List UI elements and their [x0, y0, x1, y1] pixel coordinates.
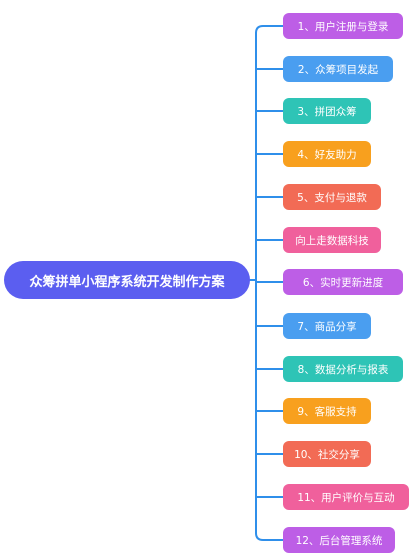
branch-label: 6、实时更新进度 [302, 276, 384, 289]
branch-node: 12、后台管理系统 [283, 527, 395, 553]
branch-connector [255, 25, 284, 34]
branch-node: 5、支付与退款 [283, 184, 381, 210]
branch-label: 12、后台管理系统 [295, 534, 383, 547]
branch-label: 3、拼团众筹 [297, 105, 357, 118]
branch-label: 4、好友助力 [297, 148, 357, 161]
branch-node: 4、好友助力 [283, 141, 371, 167]
branch-label: 8、数据分析与报表 [297, 363, 389, 376]
branch-node: 11、用户评价与互动 [283, 484, 409, 510]
branch-node: 3、拼团众筹 [283, 98, 371, 124]
root-node: 众筹拼单小程序系统开发制作方案 [4, 261, 250, 299]
branch-label: 7、商品分享 [297, 320, 357, 333]
branch-node: 6、实时更新进度 [283, 269, 403, 295]
branch-node: 8、数据分析与报表 [283, 356, 403, 382]
branch-label: 10、社交分享 [294, 448, 360, 461]
branch-node: 1、用户注册与登录 [283, 13, 403, 39]
branch-node: 2、众筹项目发起 [283, 56, 393, 82]
branch-node: 10、社交分享 [283, 441, 371, 467]
branch-node: 7、商品分享 [283, 313, 371, 339]
branch-label: 9、客服支持 [297, 405, 357, 418]
branch-connector [255, 532, 284, 541]
branch-label: 1、用户注册与登录 [297, 20, 389, 33]
branch-label: 5、支付与退款 [297, 191, 367, 204]
branch-label: 向上走数据科技 [295, 234, 369, 247]
root-label: 众筹拼单小程序系统开发制作方案 [29, 274, 225, 290]
branch-node: 向上走数据科技 [283, 227, 381, 253]
branch-label: 11、用户评价与互动 [297, 491, 395, 504]
branch-label: 2、众筹项目发起 [297, 63, 379, 76]
branch-node: 9、客服支持 [283, 398, 371, 424]
